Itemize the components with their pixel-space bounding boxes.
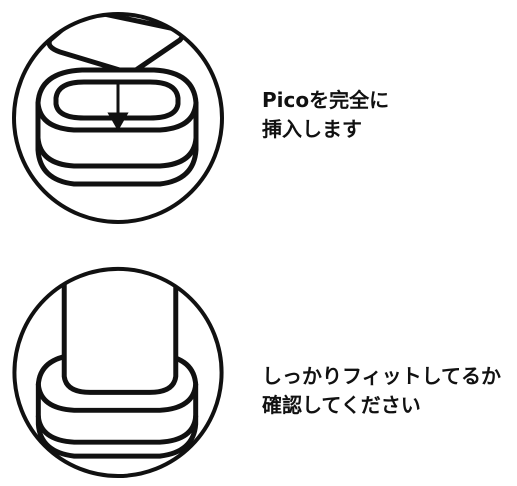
step-2-caption: しっかりフィットしてるか 確認してください [262,362,501,420]
pico-device-shape [46,14,186,75]
step-insert: Picoを完全に 挿入します [0,0,517,240]
step-1-caption: Picoを完全に 挿入します [262,86,389,144]
down-arrow-icon [107,80,129,132]
step-1-line-1: Picoを完全に [262,88,390,112]
insert-pico-illustration [12,12,224,224]
holder-opening-shape [53,79,181,121]
step-2-line-2: 確認してください [262,393,421,417]
pico-device-shape [61,268,179,395]
fitted-pico-illustration [12,266,224,479]
step-2-line-1: しっかりフィットしてるか [262,364,501,388]
step-check-fit: しっかりフィットしてるか 確認してください [0,245,517,486]
step-1-line-2: 挿入します [262,117,362,141]
